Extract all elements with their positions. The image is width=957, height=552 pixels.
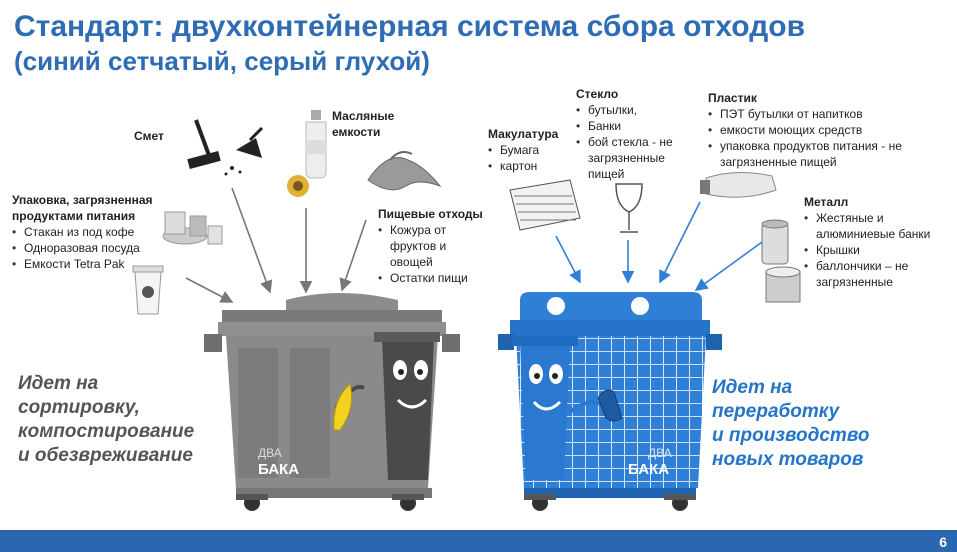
- list-item: Жестяные и алюминиевые банки: [804, 210, 950, 242]
- list-item: емкости моющих средств: [708, 122, 904, 138]
- label-packaging: Упаковка, загрязненная продуктами питани…: [12, 192, 172, 272]
- broom-icon: [187, 119, 264, 176]
- list-item: Остатки пищи: [378, 270, 490, 286]
- list-item: Емкости Tetra Pak: [12, 256, 172, 272]
- label-paper: Макулатура Бумага картон: [488, 126, 578, 174]
- label-food: Пищевые отходы Кожура от фруктов и овоще…: [378, 206, 490, 286]
- coffee-cup-icon: [132, 265, 164, 315]
- label-metal: Металл Жестяные и алюминиевые банки Крыш…: [804, 194, 950, 290]
- gray-bin: [204, 293, 460, 511]
- note-right: Идет на переработку и производство новых…: [712, 377, 870, 470]
- page-number: 6: [939, 534, 947, 550]
- blue-bin: [498, 292, 722, 511]
- label-plastic: Пластик ПЭТ бутылки от напитков емкости …: [708, 90, 904, 170]
- list-item: упаковка продуктов питания - не загрязне…: [708, 138, 904, 170]
- list-item: ПЭТ бутылки от напитков: [708, 106, 904, 122]
- banana-peel-icon: [367, 151, 442, 191]
- label-smet: Смет: [134, 129, 164, 143]
- list-item: Банки: [576, 118, 686, 134]
- list-item: Бумага: [488, 142, 578, 158]
- list-item: Одноразовая посуда: [12, 240, 172, 256]
- list-item: картон: [488, 158, 578, 174]
- list-item: Стакан из под кофе: [12, 224, 172, 240]
- list-item: бой стекла - не загрязненные пищей: [576, 134, 686, 182]
- metal-can-icon: [761, 219, 801, 303]
- list-item: бутылки,: [576, 102, 686, 118]
- logo-blue-line1: ДВА: [648, 446, 672, 460]
- plastic-bottle-icon: [700, 171, 777, 198]
- logo-blue-line2: БАКА: [628, 461, 669, 478]
- list-item: баллончики – не загрязненные: [804, 258, 950, 290]
- list-item: Кожура от фруктов и овощей: [378, 222, 490, 270]
- paper-stack-icon: [509, 179, 581, 231]
- list-item: Крышки: [804, 242, 950, 258]
- page-title: Стандарт: двухконтейнерная система сбора…: [14, 10, 806, 43]
- note-left: Идет на сортировку, компостирование и об…: [18, 373, 195, 466]
- wine-glass-icon: [615, 183, 643, 233]
- logo-gray-line2: БАКА: [258, 461, 299, 478]
- page-subtitle: (синий сетчатый, серый глухой): [14, 46, 430, 76]
- oil-bottle-icon: [287, 110, 327, 197]
- label-glass: Стекло бутылки, Банки бой стекла - не за…: [576, 86, 686, 182]
- footer-bar: [0, 530, 957, 552]
- label-oil: Масляные емкости: [332, 109, 395, 139]
- logo-gray-line1: ДВА: [258, 446, 282, 460]
